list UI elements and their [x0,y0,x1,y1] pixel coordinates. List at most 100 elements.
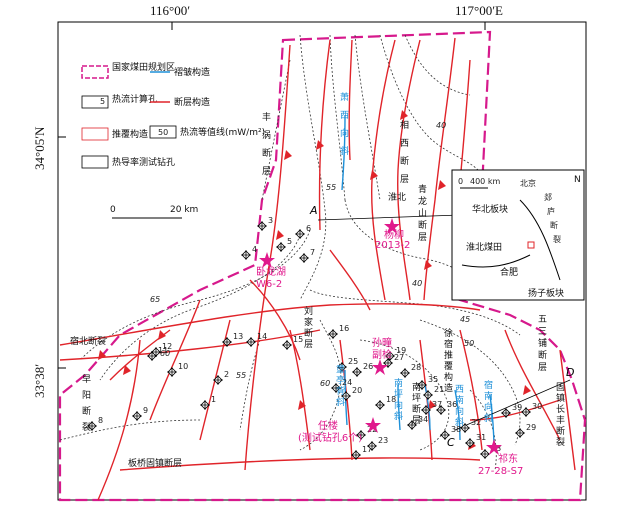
label-xusu-char: 徐 [444,327,453,339]
section-point-a: A [309,204,318,217]
well-name-wolonghu: 卧龙湖 [256,265,286,278]
label-gushen-char: 裂 [556,437,565,448]
inset-tanlu-char: 断 [550,220,558,230]
well-star-renlou [365,417,381,433]
well-star-wolonghu [259,252,275,268]
legend-nappe-swatch [81,127,109,141]
label-subnan-char: 南 [484,390,493,402]
heat-flow-hole-number: 37 [432,400,442,409]
heat-flow-hole-number: 9 [143,406,148,415]
label-fengguo-char: 断 [262,147,271,159]
heat-flow-holes: 1234567891011121314151617181920212223242… [87,216,542,460]
heat-flow-hole: 6 [295,224,311,239]
heat-flow-hole: 7 [299,248,315,263]
label-fengguo-char: 层 [262,166,271,177]
label-suzhou-fault: 宿北断裂 [70,335,106,347]
isoline-label-50: 50 [464,339,474,348]
heat-flow-hole: 32 [460,418,481,433]
isoline-label-55-a: 55 [326,183,336,192]
label-banqiao-fault: 板桥固镇断层 [128,457,182,469]
isoline-label-40-b: 40 [412,279,422,288]
label-zaoyang-char: 早 [82,374,91,385]
frame-ticks [58,22,486,369]
well-code-qidong: 27-28-S7 [478,466,523,477]
heat-flow-hole: 3 [257,216,273,231]
heat-flow-hole: 21 [423,385,444,400]
label-xiangxi-char: 西 [400,138,409,149]
label-xiangxi-char: 层 [400,174,409,185]
heat-flow-hole: 38 [440,425,461,440]
label-xusu-char: 宿 [444,338,453,350]
label-nanping-char: 层 [412,415,421,426]
heat-flow-hole: 18 [375,395,396,410]
heat-flow-hole: 14 [246,332,267,347]
well-code-wolonghu: W6-2 [256,279,282,290]
label-wusan-char: 断 [538,349,547,361]
label-qinglong-char: 青 [418,183,427,195]
heat-flow-hole-number: 25 [348,357,358,366]
heat-flow-hole-number: 4 [252,245,257,254]
heat-flow-hole: 16 [328,324,349,339]
legend-isoline-sample: 50 [158,128,168,137]
heat-flow-hole-number: 13 [233,332,243,341]
label-liuzhuang-char: 断 [304,327,313,339]
heat-flow-hole: 35 [417,375,438,390]
well-star-suntuan [372,359,388,375]
heat-flow-hole-number: 31 [476,433,486,442]
label-liuzhuang-char: 刘 [304,305,313,317]
legend-fold-text: 褶皱构造 [174,66,210,78]
label-nanping-char: 坪 [412,393,421,404]
label-xiaoshan-char: 童 [336,363,345,375]
lon-label-left: 116°00′ [150,3,190,18]
heat-flow-hole-number: 10 [178,362,188,371]
heat-flow-hole: 26 [352,362,373,377]
heat-flow-hole-number: 14 [257,332,267,341]
heat-flow-hole: 28 [400,363,421,378]
label-zaoyang-char: 裂 [82,422,91,433]
heat-flow-hole-number: 17 [362,445,372,454]
label-nanping-char: 南 [412,381,421,393]
label-xusu-char: 覆 [444,361,453,372]
label-subnan-char: 斜 [484,412,493,424]
isoline-label-40-a: 40 [436,121,446,130]
isoline-label-60-a: 60 [320,379,330,388]
heat-flow-hole: 36 [436,400,457,415]
label-qinglong-char: 断 [418,219,427,231]
isoline-label-45: 45 [460,315,470,324]
legend-hole-swatch [81,95,109,109]
label-nanping-char: 断 [412,403,421,415]
legend-fault-text: 断层构造 [174,96,210,108]
label-fengguo-char: 丰 [262,111,271,123]
inset-huaibei-coalfield: 淮北煤田 [466,241,502,253]
legend-boundary-swatch [81,65,109,79]
label-wusan-char: 五 [538,315,547,325]
well-name-renlou: 任楼 [318,419,338,432]
label-zaoyang-char: 阳 [82,390,91,401]
heat-flow-hole-number: 39 [512,403,522,412]
isoline-label-55-b: 55 [236,371,246,380]
well-code-renlou: (测试钻孔6个) [298,431,362,444]
label-xinan-char: 斜 [455,416,464,428]
heat-flow-hole-number: 35 [428,375,438,384]
inset-tanlu-char: 裂 [553,234,561,244]
label-huaibei: 淮北 [388,192,406,203]
label-wusan-char: 铺 [538,337,547,349]
label-xiangxi-char: 断 [400,155,409,167]
heat-flow-hole: 5 [276,237,292,252]
heat-flow-hole-number: 1 [211,395,216,404]
label-xinan-char: 向 [455,405,464,417]
heat-flow-hole-number: 23 [378,436,388,445]
heat-flow-hole-number: 8 [98,416,103,425]
well-star-qidong [486,439,502,455]
conductivity-wells [259,218,502,455]
legend-nappe-text: 推覆构造 [112,128,148,140]
inset-north-china-block: 华北板块 [472,203,508,215]
heat-flow-hole-number: 30 [532,402,542,411]
label-xiaoshan-char: 斜 [336,396,345,408]
heat-flow-hole-number: 21 [434,385,444,394]
geo-labels: 淮北 宿北断裂 板桥固镇断层 [70,192,406,469]
label-subnan-char: 宿 [484,379,493,391]
